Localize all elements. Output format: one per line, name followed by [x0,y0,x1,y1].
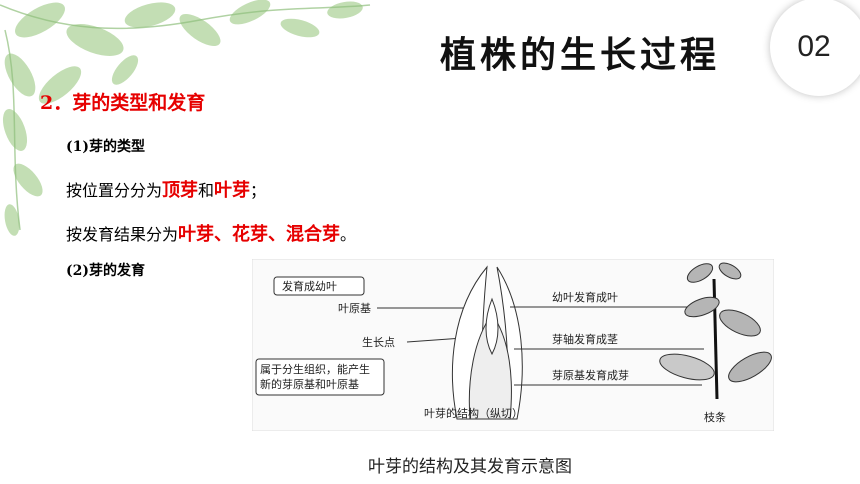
page-title: 植株的生长过程 [440,35,721,76]
text-line-position: 按位置分分为顶芽和叶芽； [66,176,266,202]
callout-bottom-box [255,358,385,396]
figure-caption: 叶芽的结构及其发育示意图 [368,457,572,477]
label-growing-point: 生长点 [362,335,395,349]
subheading-bud-development: (2)芽的发育 [66,263,145,279]
term-leaf-bud: 叶芽 [214,180,251,201]
text-line-result: 按发育结果分为叶芽、花芽、混合芽。 [66,220,356,246]
label-branch: 枝条 [704,410,726,424]
text: ； [250,181,267,200]
bud-structure-diagram: 发育成幼叶 叶原基 生长点 属于分生组织，能产生 新的芽原基和叶原基 叶芽的结构… [252,259,774,431]
callout-bottom-line1: 属于分生组织，能产生 [260,362,370,376]
subheading-bud-types: (1)芽的类型 [66,139,145,155]
text: 和 [198,181,215,200]
arrow-label-bud: 芽原基发育成芽 [552,368,629,382]
text: 按位置分分为 [66,181,163,200]
arrow-label-stem: 芽轴发育成茎 [552,332,618,346]
term-bud-kinds: 叶芽、花芽、混合芽 [178,224,341,245]
term-terminal-bud: 顶芽 [162,180,199,201]
decorative-leaves [0,0,371,236]
branch-drawing [659,262,772,400]
text: 。 [340,225,357,244]
label-bud-section: 叶芽的结构（纵切） [424,406,523,420]
section-number: 02 [797,30,831,63]
bud-section-drawing [451,265,523,420]
callout-bottom-line2: 新的芽原基和叶原基 [260,377,359,391]
arrow-label-leaf: 幼叶发育成叶 [552,290,618,304]
callout-top: 发育成幼叶 [282,279,337,293]
section-number-badge: 02 [770,0,860,96]
text: 按发育结果分为 [66,225,179,244]
label-leaf-primordium: 叶原基 [338,302,371,315]
section-heading: 2．芽的类型和发育 [40,92,206,114]
callout-top-box [273,276,365,296]
